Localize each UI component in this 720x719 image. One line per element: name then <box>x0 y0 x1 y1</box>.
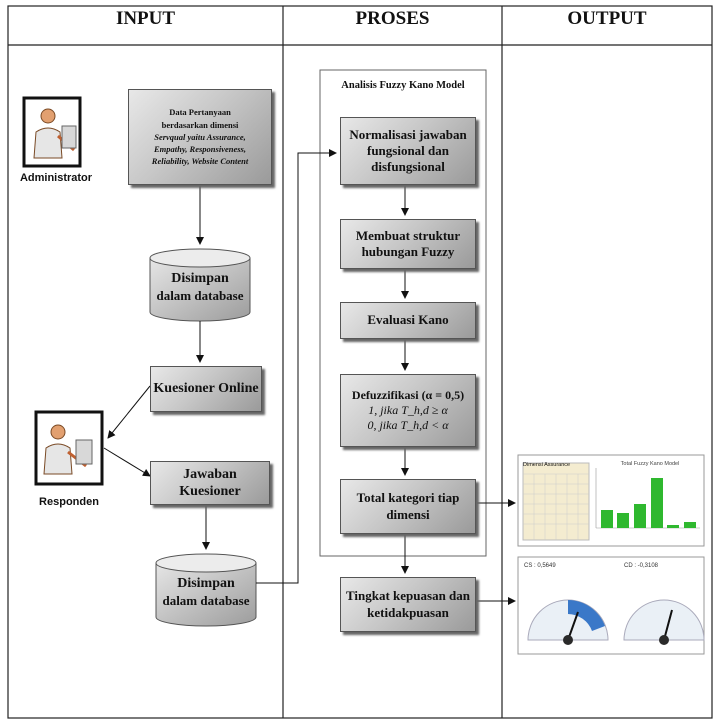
gauge-cs <box>527 599 609 645</box>
database-1-label: Disimpan dalam database <box>150 270 250 305</box>
gauge-cs-label: CS : 0,5649 <box>524 563 556 569</box>
database-cylinder-2 <box>155 553 257 627</box>
db1-line-2: dalam database <box>156 288 244 304</box>
data-line-1: Data Pertanyaan <box>169 107 231 118</box>
bar-mark <box>651 478 663 528</box>
gauge-cd-label: CD : -0,3108 <box>624 563 659 569</box>
output-chart-panel <box>517 454 705 547</box>
bar-mark <box>617 513 629 528</box>
bar-mark <box>601 510 613 528</box>
kuesioner-online-box: Kuesioner Online <box>150 366 262 412</box>
normalisasi-box: Normalisasi jawaban fungsional dan disfu… <box>340 117 476 185</box>
column-input-header: INPUT <box>115 8 176 29</box>
data-line-5: Reliability, Website Content <box>151 156 249 167</box>
data-line-2: berdasarkan dimensi <box>161 119 239 130</box>
tingkat-kepuasan-box: Tingkat kepuasan dan ketidakpuasan <box>340 577 476 632</box>
db1-line-1: Disimpan <box>171 271 229 286</box>
fuzzy-kano-group-title: Analisis Fuzzy Kano Model <box>341 80 465 91</box>
jawaban-kuesioner-box: Jawaban Kuesioner <box>150 461 270 505</box>
column-output-header: OUTPUT <box>567 8 647 29</box>
database-cylinder-1 <box>149 248 251 322</box>
bar-mark <box>634 504 646 528</box>
data-line-3: Servqual yaitu Assurance, <box>154 131 246 142</box>
db2-line-2: dalam database <box>162 593 250 609</box>
struktur-fuzzy-box: Membuat struktur hubungan Fuzzy <box>340 219 476 269</box>
administrator-avatar-icon <box>22 96 82 168</box>
data-line-4: Empathy, Responsiveness, <box>153 144 246 155</box>
fuzzy-kano-group <box>319 69 487 557</box>
responden-label: Responden <box>39 496 99 508</box>
bar-mark <box>684 522 696 528</box>
responden-avatar-icon <box>34 410 104 486</box>
gauge-cd <box>623 599 705 645</box>
data-pertanyaan-box: Data Pertanyaan berdasarkan dimensi Serv… <box>128 89 272 185</box>
table-title: Dimensi Assurance <box>523 462 571 468</box>
database-2-label: Disimpan dalam database <box>156 575 256 610</box>
db2-line-1: Disimpan <box>177 576 235 591</box>
chart-title: Total Fuzzy Kano Model <box>620 461 680 467</box>
total-kategori-box: Total kategori tiap dimensi <box>340 479 476 534</box>
defuzzifikasi-row-2: 0, jika T_h,d < α <box>367 418 449 432</box>
bar-mark <box>667 525 679 528</box>
administrator-label: Administrator <box>19 172 93 184</box>
evaluasi-kano-box: Evaluasi Kano <box>340 302 476 339</box>
defuzzifikasi-row-1: 1, jika T_h,d ≥ α <box>368 403 448 417</box>
output-gauge-panel <box>517 556 705 655</box>
defuzzifikasi-title: Defuzzifikasi (α = 0,5) <box>351 388 465 402</box>
column-proses-header: PROSES <box>355 8 430 29</box>
defuzzifikasi-box: Defuzzifikasi (α = 0,5) 1, jika T_h,d ≥ … <box>340 374 476 447</box>
